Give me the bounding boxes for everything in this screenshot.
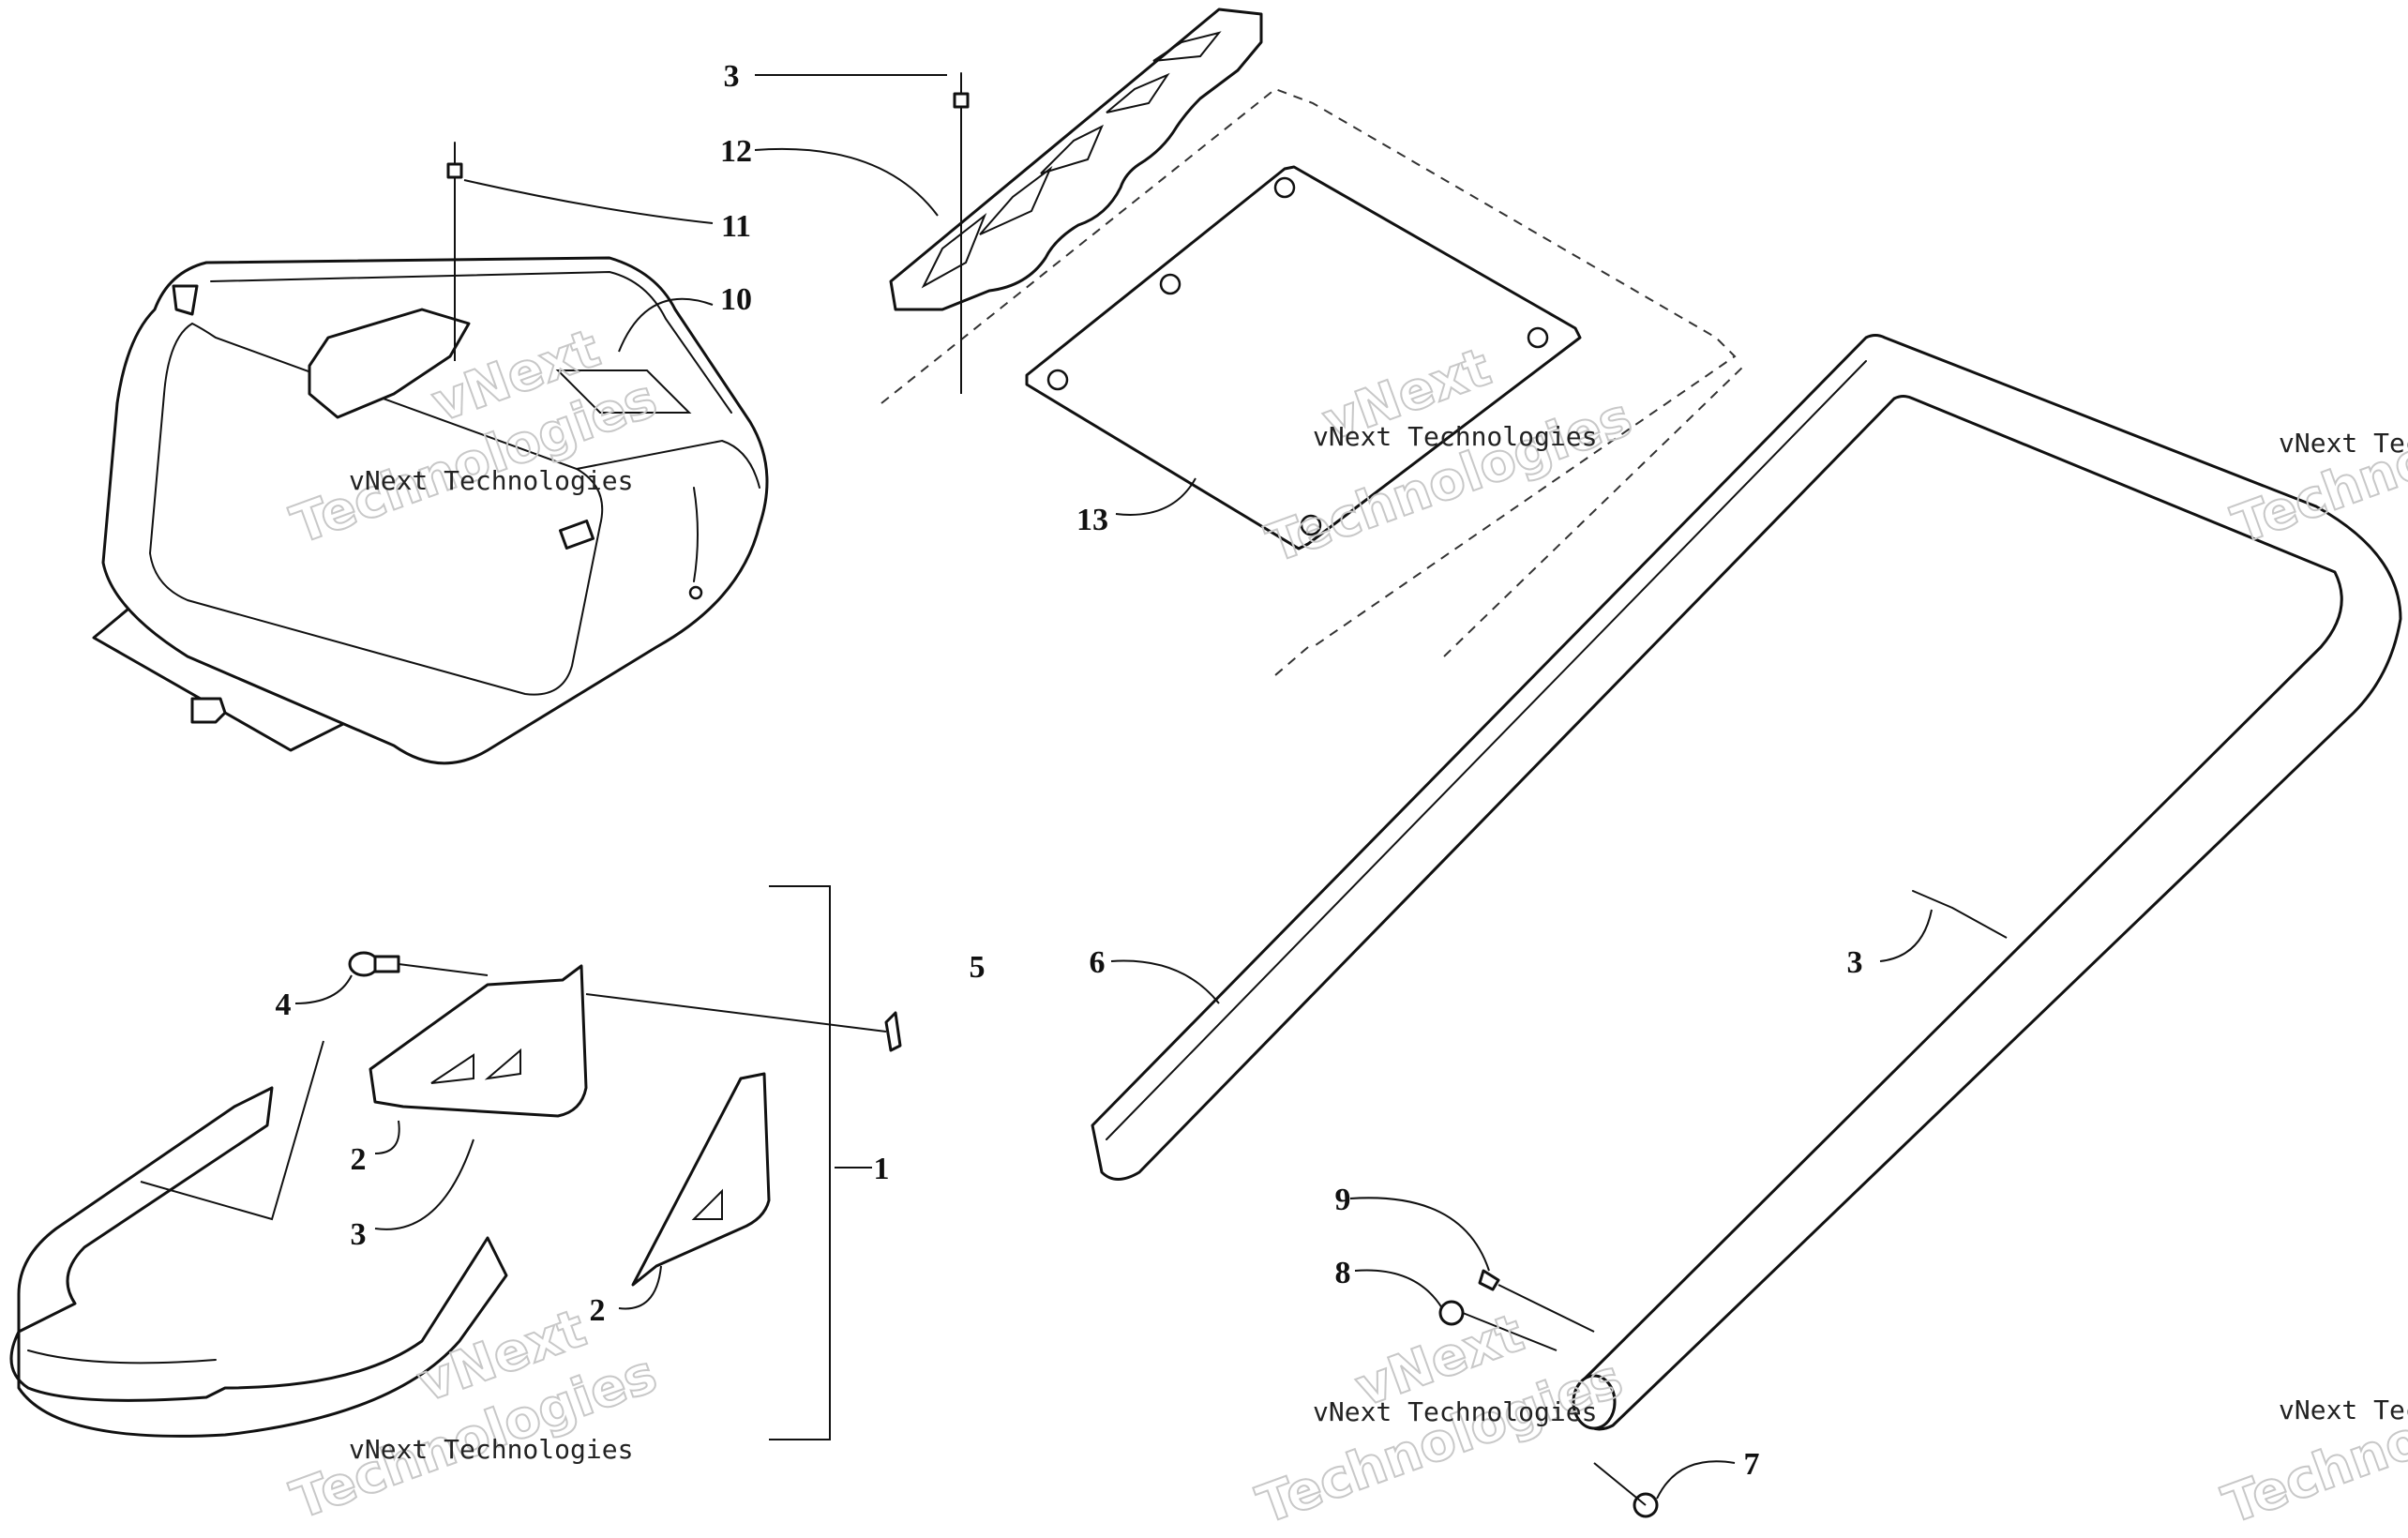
hardware	[140, 72, 2008, 1518]
tunnel-panel-outline	[880, 87, 1745, 676]
callout-labels: 3 12 11 10 13 5 4 1 2 3 2 6 3 9 8 7	[276, 59, 1863, 1482]
storage-bag	[92, 256, 769, 765]
callout-6: 6	[1090, 945, 1106, 980]
callout-2-upper: 2	[351, 1142, 367, 1177]
svg-text:vNext Technologies: vNext Technologies	[2279, 1395, 2408, 1425]
bumper-loop	[1091, 334, 2402, 1431]
callout-3-top: 3	[724, 59, 740, 94]
callout-13: 13	[1076, 503, 1108, 537]
callout-9: 9	[1335, 1183, 1351, 1217]
callout-10: 10	[720, 282, 752, 317]
callout-5: 5	[970, 950, 986, 985]
svg-text:vNext Technologies: vNext Technologies	[1313, 421, 1597, 452]
svg-text:vNext Technologies: vNext Technologies	[1313, 1396, 1597, 1427]
callout-8: 8	[1335, 1256, 1351, 1290]
mount-bracket-kit	[369, 964, 771, 1287]
watermark-bottom-left: vNext Technologies vNext Technologies	[283, 1297, 666, 1532]
callout-2-lower: 2	[590, 1293, 606, 1328]
callout-1: 1	[874, 1152, 890, 1186]
foam-pad	[1025, 165, 1582, 550]
callout-3-left: 3	[351, 1217, 367, 1252]
front-bumper	[9, 1086, 508, 1438]
callout-3-right: 3	[1847, 945, 1863, 980]
watermark-bottom-center: vNext Technologies vNext Technologies	[1249, 1302, 1632, 1537]
callout-leaders	[294, 74, 1933, 1500]
watermark-top-right: Technologies vNext Technologies	[2224, 367, 2408, 557]
callout-11: 11	[721, 209, 751, 244]
svg-text:Technologies: Technologies	[2216, 1348, 2408, 1536]
svg-text:Technologies: Technologies	[2225, 368, 2408, 556]
svg-text:vNext Technologies: vNext Technologies	[2279, 428, 2408, 459]
callout-12: 12	[720, 134, 752, 169]
callout-7: 7	[1744, 1447, 1760, 1482]
svg-text:vNext Technologies: vNext Technologies	[349, 1434, 633, 1465]
callout-4: 4	[276, 988, 292, 1022]
step-plate	[889, 8, 1263, 311]
svg-text:vNext Technologies: vNext Technologies	[349, 465, 633, 496]
watermark-bottom-right: Technologies vNext Technologies	[2215, 1347, 2408, 1537]
